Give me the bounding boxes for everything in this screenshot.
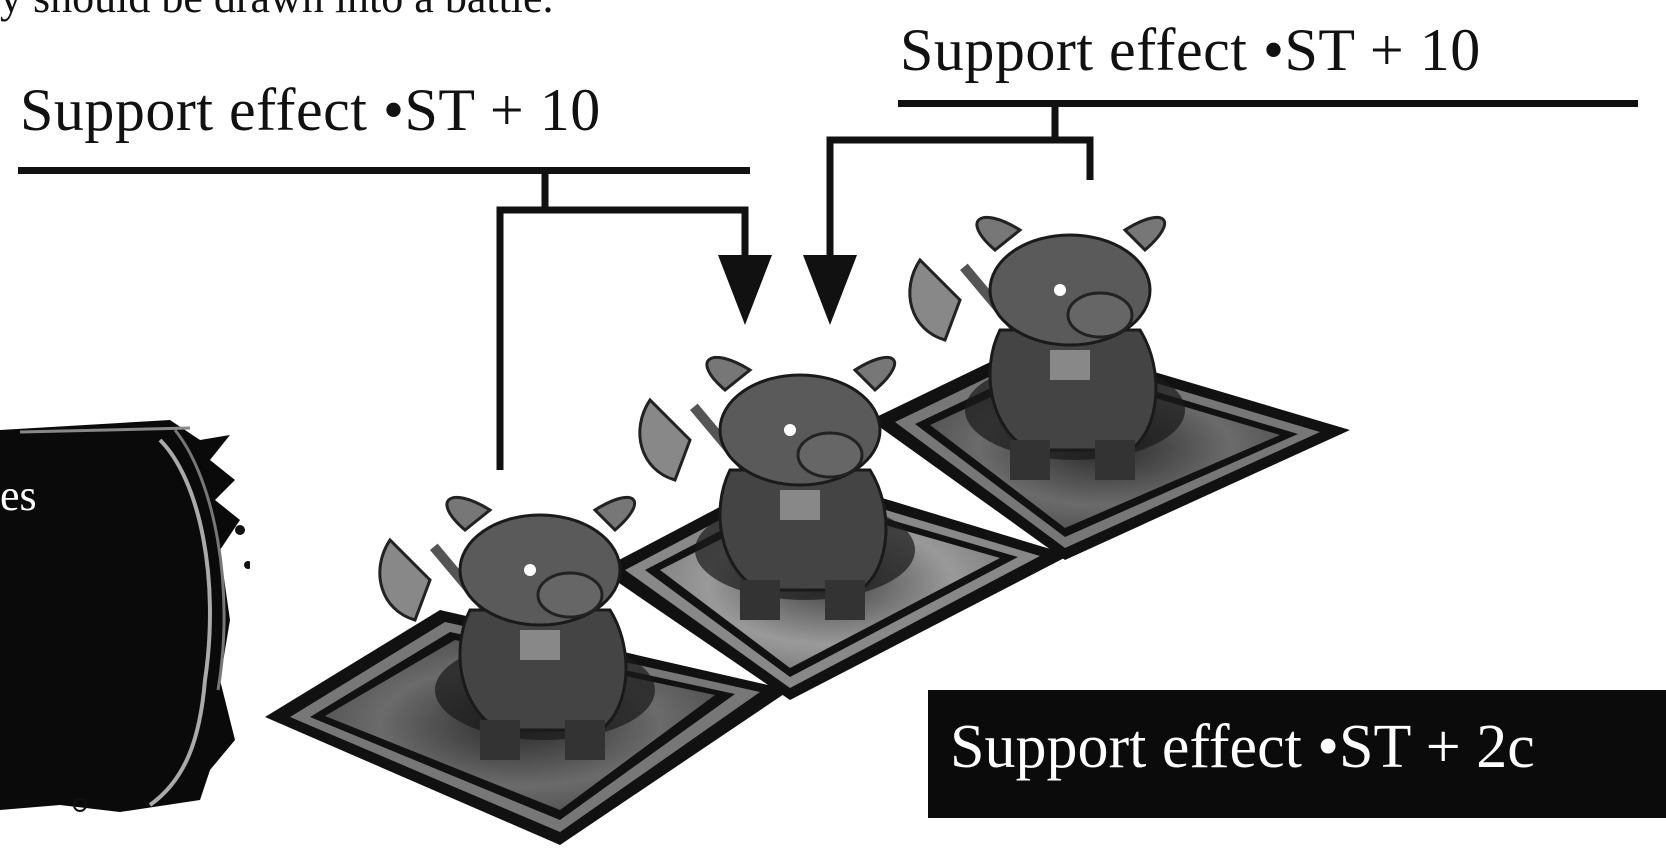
arrow-down-icon (803, 255, 857, 325)
support-label-box: Support effect •ST + 2c (950, 713, 1535, 781)
intro-text-fragment: y should be drawn into a battle. (0, 0, 554, 23)
minotaur-unit-sprite (908, 215, 1185, 480)
arrow-down-icon (718, 255, 772, 325)
ink-splatter-panel (0, 420, 250, 812)
support-label-right: Support effect •ST + 10 (900, 17, 1481, 83)
connector-left (496, 172, 749, 470)
rule-right (898, 100, 1638, 107)
support-effect-box (928, 690, 1666, 818)
support-label-left: Support effect •ST + 10 (20, 77, 601, 143)
rule-left (18, 167, 750, 174)
panel-partial-text: es (0, 471, 37, 520)
minotaur-unit-sprite (638, 355, 915, 620)
connector-right (826, 105, 1094, 270)
minotaur-unit-sprite (378, 495, 655, 760)
